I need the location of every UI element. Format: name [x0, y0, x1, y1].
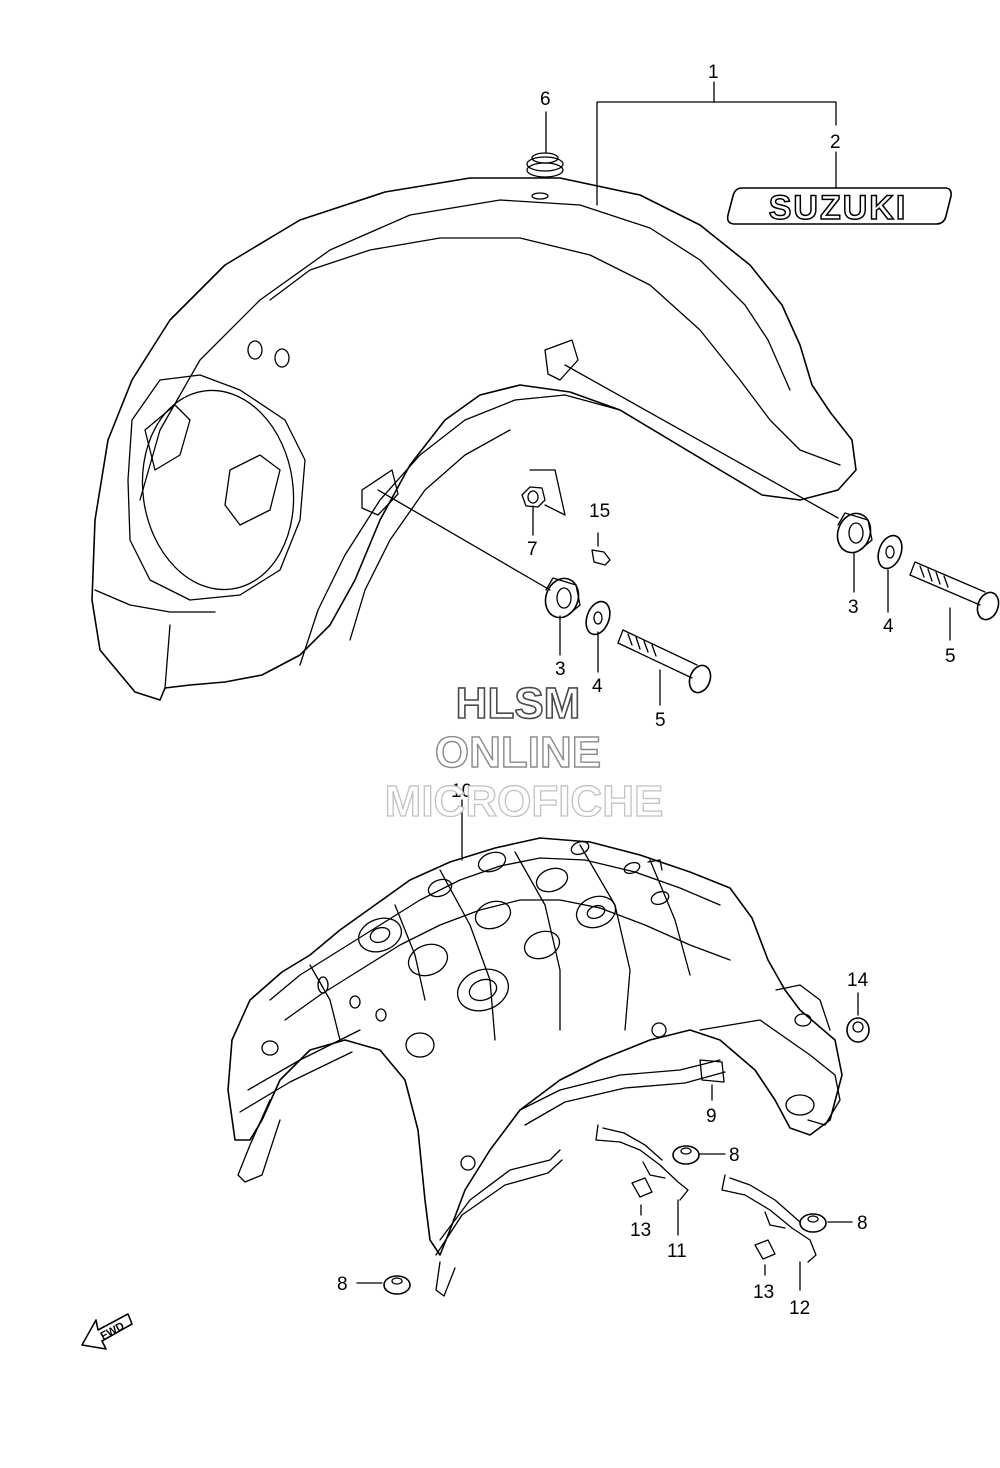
mount-hardware-left	[544, 577, 712, 694]
callout-4-right: 4	[883, 616, 894, 637]
emblem-text: SUZUKI	[769, 189, 908, 227]
fwd-arrow-icon: FWD	[81, 1313, 133, 1350]
callout-11: 11	[667, 1241, 687, 1262]
callout-3-left: 3	[555, 659, 566, 680]
nut-part-14	[846, 992, 870, 1043]
callout-7: 7	[527, 539, 538, 560]
callout-9: 9	[706, 1106, 717, 1127]
callout-14: 14	[847, 970, 869, 991]
callout-6: 6	[540, 89, 551, 110]
callout-12: 12	[789, 1298, 810, 1319]
callout-5-left: 5	[655, 710, 666, 731]
mount-hardware-right	[836, 512, 1000, 621]
callout-3-right: 3	[848, 597, 859, 618]
watermark-line-2: ONLINE	[435, 728, 601, 777]
nut-part-7	[521, 486, 546, 508]
callout-13-left: 13	[630, 1220, 651, 1241]
watermark: HLSM ONLINE MICROFICHE	[384, 678, 664, 826]
watermark-line-1: HLSM	[456, 679, 581, 728]
callout-13-right: 13	[753, 1282, 774, 1303]
callout-8-right: 8	[857, 1213, 868, 1234]
clip-part-15	[591, 532, 611, 566]
bolt-part-13-left	[631, 1177, 653, 1216]
callout-8-upper: 8	[729, 1145, 740, 1166]
callout-numbers: 1 2 3 3 4 4 5 5 6 7 8 8 8 9 10 11 12 13 …	[337, 62, 956, 1319]
inner-fender	[227, 799, 843, 1297]
fwd-label: FWD	[99, 1320, 127, 1342]
watermark-line-3: MICROFICHE	[385, 777, 664, 826]
grommet-part-8-right	[799, 1213, 853, 1233]
callout-1: 1	[708, 62, 719, 83]
callout-4-left: 4	[592, 676, 603, 697]
grommet-part-8-upper	[672, 1145, 726, 1165]
callout-15: 15	[589, 501, 610, 522]
callout-2: 2	[830, 132, 841, 153]
label-part-9	[699, 1059, 725, 1101]
callout-10: 10	[451, 781, 472, 802]
rear-fender	[91, 177, 857, 701]
leaders-upper	[532, 81, 951, 706]
callout-8-lower: 8	[337, 1274, 348, 1295]
callout-5-right: 5	[945, 646, 956, 667]
grommet-part-6	[526, 152, 564, 178]
cable-part-12	[721, 1174, 817, 1291]
suzuki-emblem: SUZUKI	[726, 187, 952, 228]
grommet-part-8-lower	[356, 1275, 411, 1295]
cable-part-11	[595, 1124, 689, 1236]
bolt-part-13-right	[754, 1239, 776, 1276]
